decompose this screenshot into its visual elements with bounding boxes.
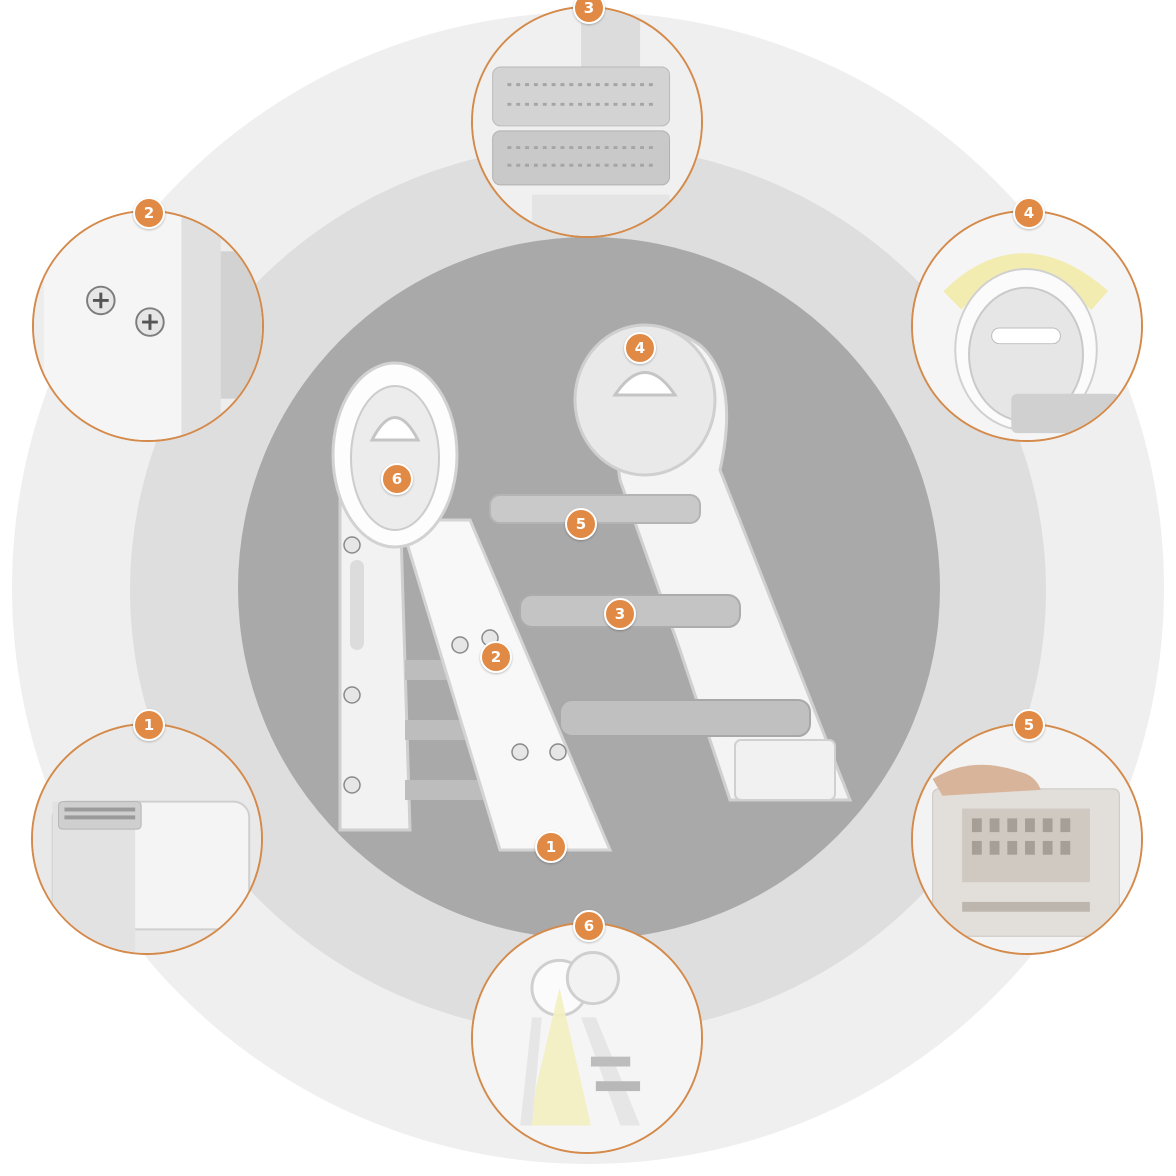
detail-badge-1: 1 <box>133 709 165 741</box>
detail-screws <box>32 210 264 442</box>
callout-badge-5: 5 <box>565 508 597 540</box>
detail-badge-2: 2 <box>133 197 165 229</box>
callout-badge-3: 3 <box>604 598 636 630</box>
detail-handle <box>911 210 1143 442</box>
callout-badge-1: 1 <box>535 831 567 863</box>
callout-badge-4: 4 <box>624 332 656 364</box>
detail-step-texture <box>471 6 703 238</box>
detail-badge-3: 3 <box>573 0 605 24</box>
back-handle-panel <box>573 323 717 477</box>
callout-badge-2: 2 <box>480 641 512 673</box>
detail-badge-5: 5 <box>1013 709 1045 741</box>
detail-stable-structure <box>471 922 703 1154</box>
bottom-step <box>559 699 811 737</box>
detail-carry <box>911 723 1143 955</box>
callout-badge-6: 6 <box>381 463 413 495</box>
detail-badge-6: 6 <box>573 910 605 942</box>
detail-badge-4: 4 <box>1013 197 1045 229</box>
detail-foot-pad <box>31 723 263 955</box>
